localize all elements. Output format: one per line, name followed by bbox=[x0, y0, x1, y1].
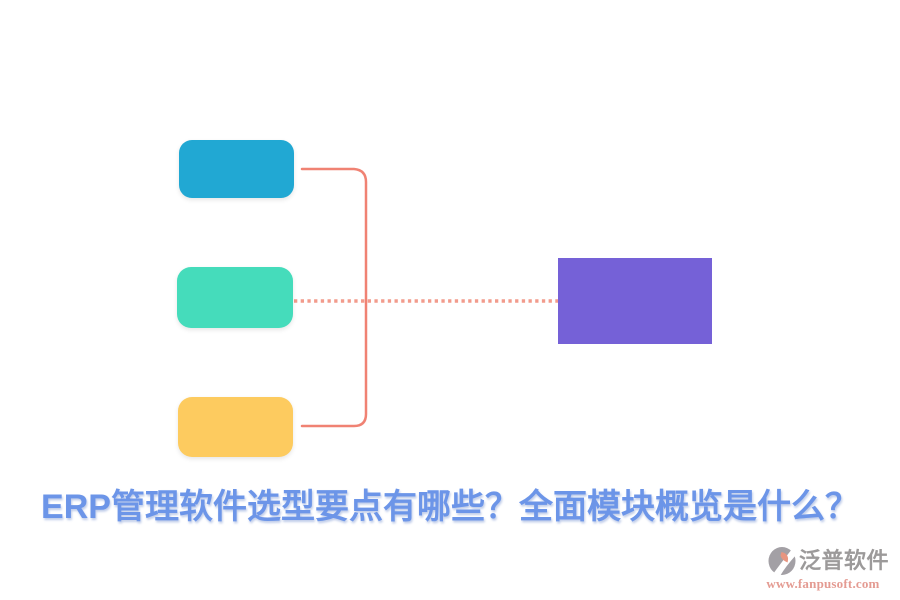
middle-teal-node bbox=[177, 267, 293, 328]
brand-name: 泛普软件 bbox=[798, 548, 889, 573]
footer-logo: 泛普软件 www.fanpusoft.com bbox=[757, 546, 889, 592]
brand-url: www.fanpusoft.com bbox=[766, 576, 880, 591]
page-title: ERP管理软件选型要点有哪些？全面模块概览是什么？ bbox=[41, 488, 859, 526]
bottom-yellow-node bbox=[178, 397, 293, 457]
fanpu-logo-icon bbox=[768, 547, 796, 576]
top-blue-node bbox=[179, 140, 294, 198]
bracket-connector bbox=[300, 167, 368, 428]
right-purple-node bbox=[558, 258, 712, 344]
